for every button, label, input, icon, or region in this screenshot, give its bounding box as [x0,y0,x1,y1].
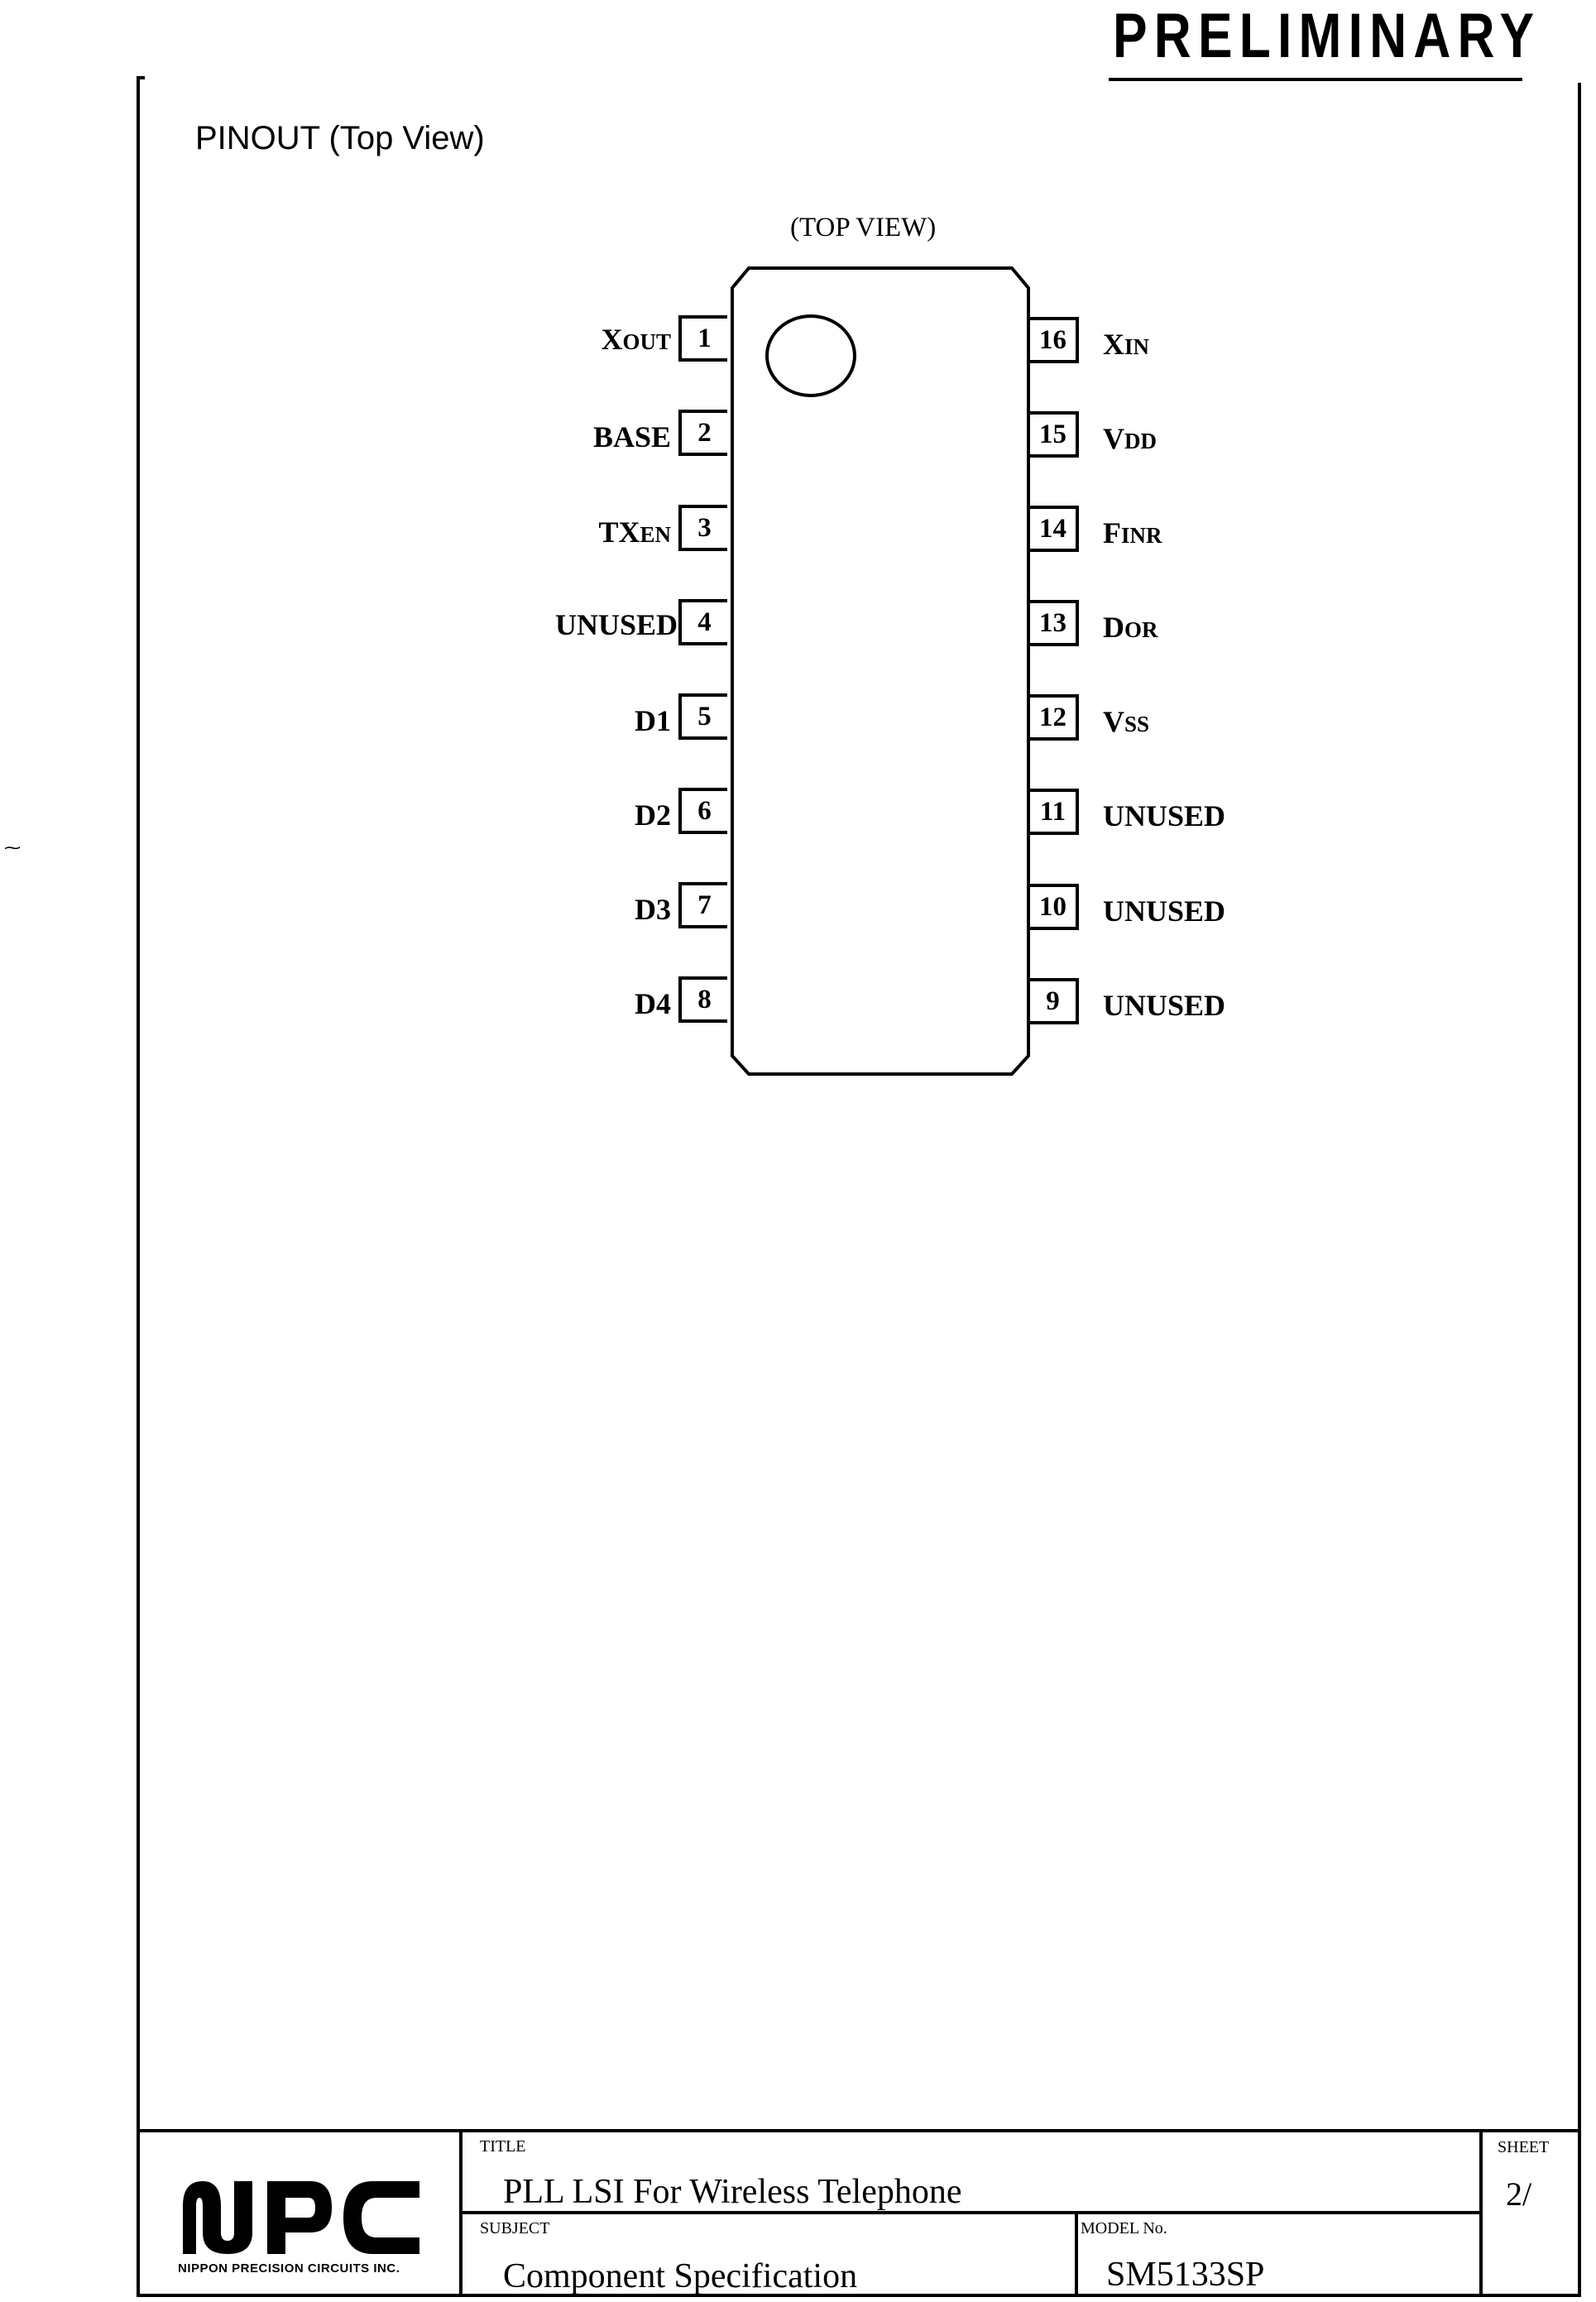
pin-10-box: 10 [1030,884,1079,930]
subject-caption: SUBJECT [480,2219,550,2237]
pin-7-label: D3 [635,893,671,926]
title-block [140,2129,1578,2297]
pin-13-label: DOR [1103,611,1158,644]
pin-12-box: 12 [1030,694,1079,741]
preliminary-stamp: PRELIMINARY [1113,1,1541,71]
sheet-value: 2/ [1506,2175,1532,2213]
title-caption: TITLE [480,2137,526,2156]
pin-6-box: 6 [678,788,727,834]
pin-11-box: 11 [1030,789,1079,835]
pin-3-box: 3 [678,505,727,551]
subject-value: Component Specification [503,2257,858,2295]
pin-9-label: UNUSED [1103,989,1226,1022]
title-block-divider [459,2211,1481,2214]
pin-4-box: 4 [678,599,727,645]
title-block-divider [1075,2212,1078,2297]
title-value: PLL LSI For Wireless Telephone [503,2173,962,2211]
pin-8-box: 8 [678,976,727,1023]
pin-9-box: 9 [1030,978,1079,1024]
pin1-marker-circle [765,314,856,397]
page-frame [137,76,1580,2297]
title-block-divider [1479,2129,1483,2297]
pin-7-box: 7 [678,882,727,928]
pin-12-label: VSS [1103,705,1150,738]
pin-11-label: UNUSED [1103,799,1226,832]
frame-corner [137,76,145,79]
model-value: SM5133SP [1106,2256,1265,2294]
frame-right-border [1578,83,1581,2297]
pin-1-box: 1 [678,315,727,362]
section-title: PINOUT (Top View) [195,120,485,156]
pin-16-label: XIN [1103,328,1150,361]
pin-1-label: XOUT [601,323,671,356]
pin-2-label: BASE [592,420,671,453]
pin-5-label: D1 [635,704,671,737]
scan-artifact: ⁓ [4,839,21,857]
header-rule [1109,78,1522,81]
npc-logo-icon [183,2181,419,2254]
pin-10-label: UNUSED [1103,894,1226,928]
pin-6-label: D2 [635,799,671,832]
sheet-caption: SHEET [1498,2138,1550,2156]
pin-14-box: 14 [1030,506,1079,552]
pin-5-box: 5 [678,693,727,740]
pin-14-label: FINR [1103,516,1162,549]
pin-15-label: VDD [1103,422,1157,455]
pin-16-box: 16 [1030,317,1079,363]
pin-4-label: UNUSED [554,608,678,641]
pin-15-box: 15 [1030,411,1079,458]
pin-2-box: 2 [678,410,727,456]
pin-13-box: 13 [1030,600,1079,646]
ic-package-outline [731,266,1030,1076]
model-caption: MODEL No. [1081,2219,1167,2237]
company-name: NIPPON PRECISION CIRCUITS INC. [178,2261,400,2276]
diagram-caption: (TOP VIEW) [790,213,937,242]
pin-8-label: D4 [635,987,671,1020]
pin-3-label: TXEN [598,516,671,549]
